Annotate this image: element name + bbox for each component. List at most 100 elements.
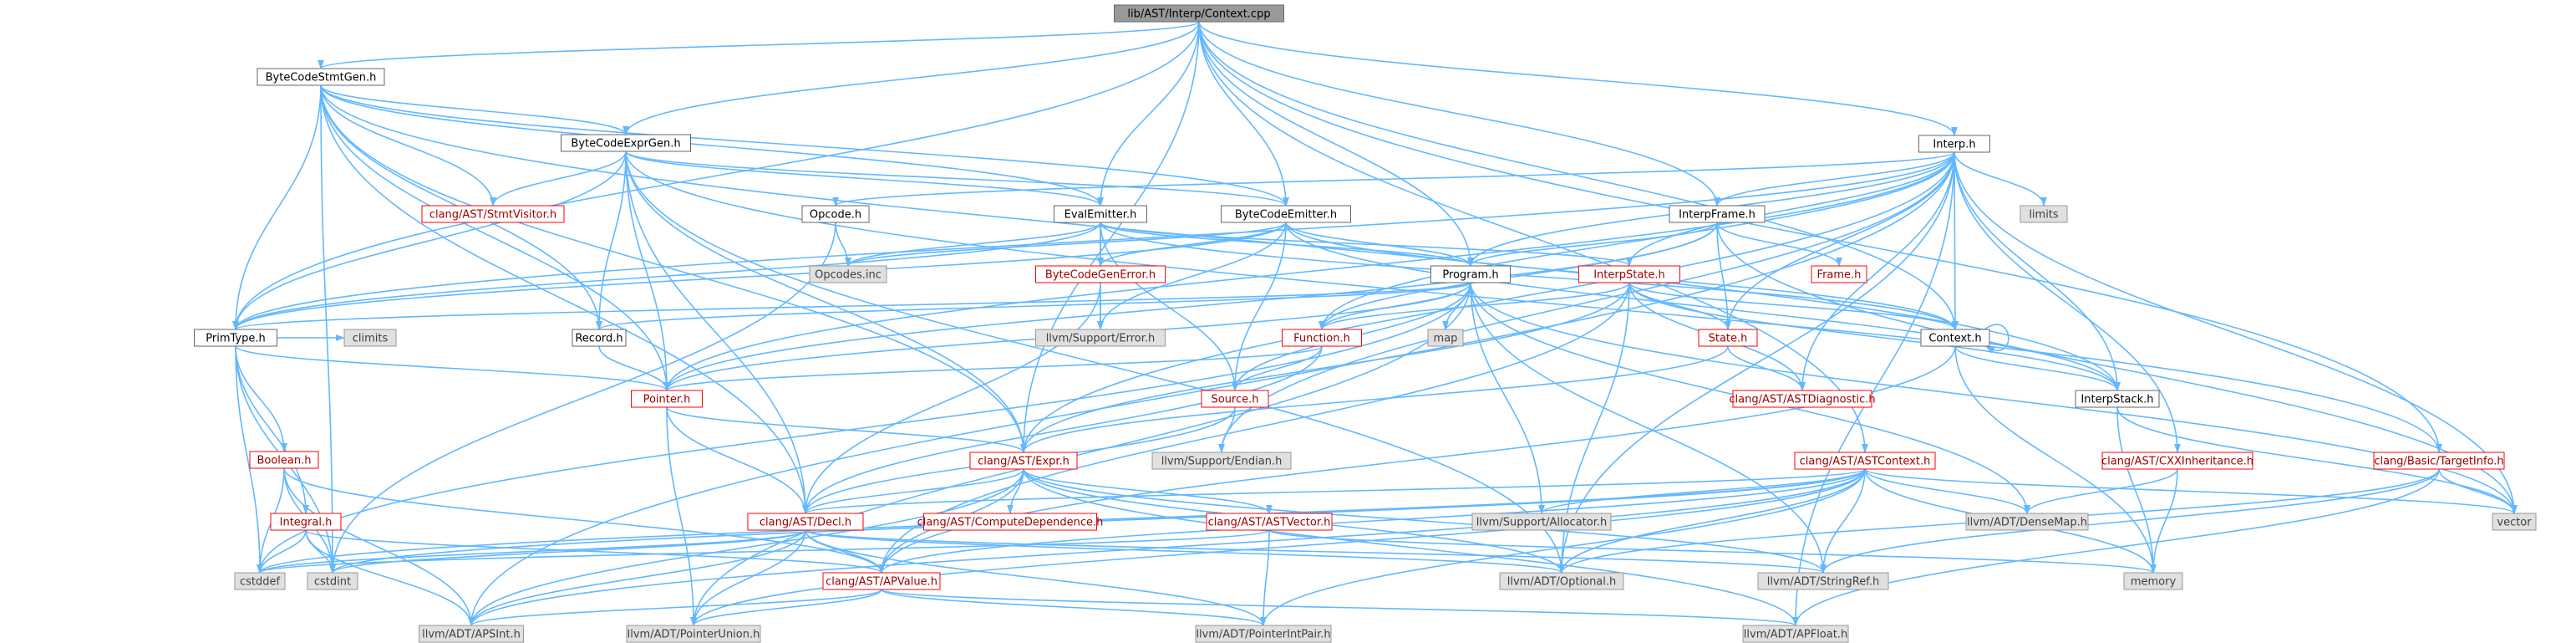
edge-bcem-to-istack: [1285, 222, 2121, 392]
node-source[interactable]: Source.h: [1201, 390, 1269, 408]
edge-iframe-to-function: [1318, 222, 1718, 331]
node-integral[interactable]: Integral.h: [270, 513, 342, 531]
edge-bcsg-to-cstdint: [320, 84, 336, 574]
node-iframe-label: InterpFrame.h: [1679, 209, 1755, 222]
edge-opcode-to-opinc: [835, 222, 851, 268]
node-astdiag[interactable]: clang/AST/ASTDiagnostic.h: [1729, 390, 1876, 408]
edge-bceg-to-decl: [625, 151, 809, 515]
edge-interp-to-cxxinh: [1954, 151, 2181, 454]
node-llvmerr-label: llvm/Support/Error.h: [1046, 333, 1156, 345]
node-decl[interactable]: clang/AST/Decl.h: [747, 513, 864, 531]
node-iframe[interactable]: InterpFrame.h: [1669, 205, 1766, 223]
node-primtype[interactable]: PrimType.h: [194, 329, 277, 347]
node-function[interactable]: Function.h: [1282, 329, 1362, 347]
node-function-box: [1282, 329, 1362, 347]
node-cstddef: cstddef: [234, 572, 286, 590]
node-program[interactable]: Program.h: [1430, 265, 1511, 283]
edge-root-to-bcsg: [318, 21, 1200, 70]
node-alloc-label: llvm/Support/Allocator.h: [1476, 517, 1608, 529]
node-state-box: [1698, 329, 1758, 347]
node-decl-label: clang/AST/Decl.h: [760, 517, 851, 529]
node-context[interactable]: Context.h: [1920, 329, 1990, 347]
node-astctx-box: [1794, 452, 1936, 470]
node-bcsg-label: ByteCodeStmtGen.h: [266, 72, 377, 84]
edge-root-to-bceg: [622, 21, 1200, 136]
node-bcem[interactable]: ByteCodeEmitter.h: [1221, 205, 1351, 223]
node-pointer[interactable]: Pointer.h: [631, 390, 703, 408]
node-ptrunion-label: llvm/ADT/PointerUnion.h: [627, 629, 760, 641]
edge-bcsg-to-istack: [320, 84, 2121, 392]
node-apvalue[interactable]: clang/AST/APValue.h: [822, 572, 941, 590]
node-llvmerr-box: [1035, 329, 1166, 347]
edge-astvec-to-cstddef: [257, 529, 1270, 574]
edge-expr-to-stringref: [1023, 468, 1827, 574]
node-astdiag-label: clang/AST/ASTDiagnostic.h: [1729, 394, 1875, 406]
edge-root-to-program: [1198, 21, 1474, 268]
edge-iframe-to-program: [1467, 222, 1718, 268]
edge-expr-to-apfloat: [1023, 468, 1799, 627]
edge-astctx-to-optional: [1558, 468, 1866, 574]
edge-decl-to-stringref: [805, 529, 1827, 574]
node-istate[interactable]: InterpState.h: [1578, 265, 1680, 283]
node-densemap-label: llvm/ADT/DenseMap.h: [1967, 517, 2087, 529]
node-astvec[interactable]: clang/AST/ASTVector.h: [1206, 513, 1333, 531]
node-map-label: map: [1434, 333, 1458, 345]
node-apfloat-label: llvm/ADT/APFloat.h: [1744, 629, 1847, 641]
node-tinfo[interactable]: clang/Basic/TargetInfo.h: [2373, 452, 2505, 470]
node-opcode[interactable]: Opcode.h: [801, 205, 870, 223]
edge-bceg-to-stmtvis: [490, 151, 627, 207]
node-opinc-label: Opcodes.inc: [815, 269, 882, 282]
edge-astvec-to-ptrint: [1260, 529, 1270, 627]
edge-bceg-to-evalem: [625, 151, 1104, 207]
edge-istack-to-vector: [2116, 406, 2518, 515]
edge-bcsg-to-decl: [320, 84, 809, 515]
node-record-label: Record.h: [575, 333, 622, 345]
node-densemap-box: [1965, 513, 2089, 531]
node-iframe-box: [1669, 205, 1766, 223]
node-stmtvis[interactable]: clang/AST/StmtVisitor.h: [421, 205, 565, 223]
node-bcsg[interactable]: ByteCodeStmtGen.h: [257, 68, 385, 86]
node-bcgerr[interactable]: ByteCodeGenError.h: [1035, 265, 1166, 283]
edge-cxxinh-to-densemap: [2024, 468, 2178, 515]
node-climits-label: climits: [353, 333, 389, 345]
node-frame[interactable]: Frame.h: [1811, 265, 1867, 283]
edge-program-to-record: [596, 282, 1471, 331]
node-astctx[interactable]: clang/AST/ASTContext.h: [1794, 452, 1936, 470]
node-interp[interactable]: Interp.h: [1918, 135, 1990, 153]
node-istack[interactable]: InterpStack.h: [2075, 390, 2160, 408]
edge-program-to-ptrunion: [690, 282, 1471, 627]
node-expr-label: clang/AST/Expr.h: [978, 456, 1070, 468]
edge-program-to-vector: [1470, 282, 2518, 515]
edge-pointer-to-ptrunion: [666, 406, 697, 627]
edge-bceg-to-primtype: [232, 151, 627, 331]
edge-bcsg-to-expr: [320, 84, 1027, 454]
node-expr[interactable]: clang/AST/Expr.h: [969, 452, 1078, 470]
edge-program-to-stringref: [1470, 282, 1827, 574]
edge-bcem-to-primtype: [232, 222, 1287, 331]
node-compdep[interactable]: clang/AST/ComputeDependence.h: [917, 513, 1104, 531]
node-state[interactable]: State.h: [1698, 329, 1758, 347]
node-optional-label: llvm/ADT/Optional.h: [1507, 576, 1617, 589]
node-vector-label: vector: [2497, 517, 2532, 529]
node-bceg[interactable]: ByteCodeExprGen.h: [561, 134, 691, 152]
node-cxxinh[interactable]: clang/AST/CXXInheritance.h: [2101, 452, 2253, 470]
edge-interp-to-function: [1318, 151, 1955, 331]
node-optional: llvm/ADT/Optional.h: [1499, 572, 1624, 590]
node-optional-box: [1499, 572, 1624, 590]
node-pointer-label: Pointer.h: [643, 394, 691, 406]
edge-evalem-to-program: [1100, 222, 1474, 268]
node-cstddef-label: cstddef: [240, 576, 281, 589]
edge-istate-to-expr: [1020, 282, 1630, 454]
node-boolean[interactable]: Boolean.h: [249, 451, 319, 469]
edge-astvec-to-memory: [1268, 529, 2157, 574]
node-record[interactable]: Record.h: [572, 329, 627, 347]
edge-root-to-expr: [1020, 21, 1200, 454]
edge-primtype-to-integral: [235, 345, 309, 515]
node-evalem[interactable]: EvalEmitter.h: [1054, 205, 1147, 223]
edge-astctx-to-ptrunion: [690, 468, 1866, 627]
edge-interp-to-context: [1952, 151, 1959, 331]
edge-interp-to-opcode: [832, 151, 1955, 207]
node-bcsg-box: [257, 68, 385, 86]
edge-decl-to-apsint: [468, 529, 806, 627]
node-stringref-box: [1757, 572, 1889, 590]
